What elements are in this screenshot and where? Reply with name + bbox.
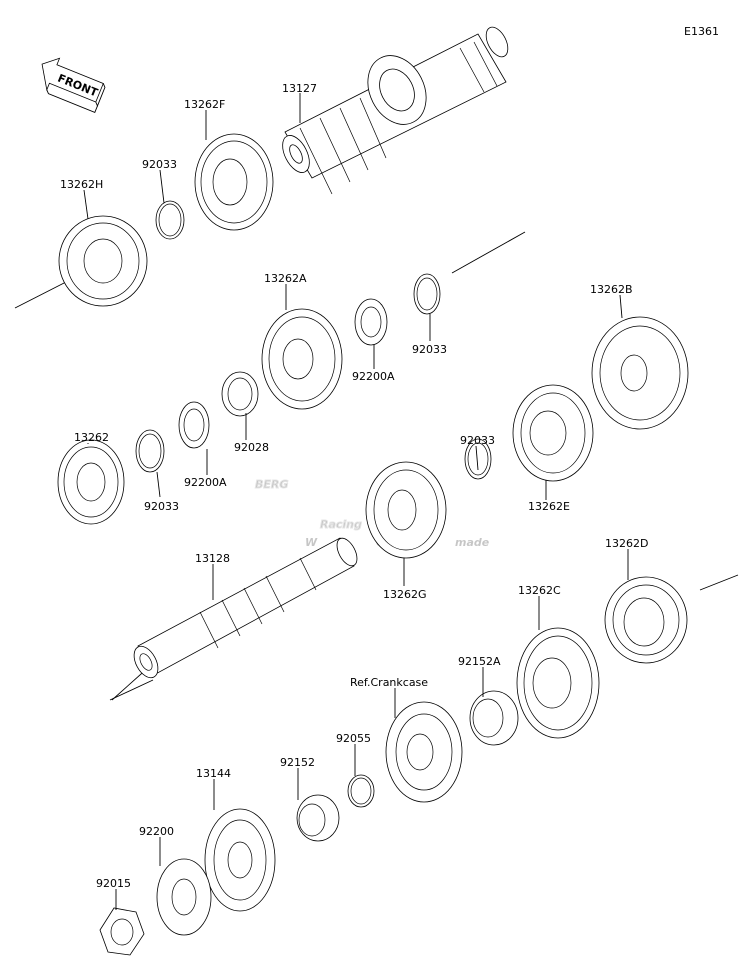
- gear-13262A: [261, 308, 343, 410]
- label-13262F: 13262F: [184, 98, 225, 111]
- part-labels: 13127 13262F 92033 13262H 13262A 92033 9…: [60, 82, 648, 890]
- watermark-brand-2: Racing: [320, 518, 362, 531]
- gear-13262D: [604, 576, 688, 664]
- gear-13262F: [194, 133, 274, 231]
- diagram-code: E1361: [684, 25, 719, 38]
- label-92152: 92152: [280, 756, 315, 769]
- label-92028: 92028: [234, 441, 269, 454]
- label-13262H: 13262H: [60, 178, 103, 191]
- gear-13262H: [58, 215, 148, 307]
- label-92033-top: 92033: [142, 158, 177, 171]
- oring-92055: [347, 774, 375, 808]
- nut-92015: [99, 907, 145, 956]
- ring-92200A-left: [178, 401, 210, 449]
- shaft-13127: [282, 26, 509, 195]
- label-92055: 92055: [336, 732, 371, 745]
- collar-92152: [296, 794, 340, 842]
- label-92200A-left: 92200A: [184, 476, 227, 489]
- bearing-92152A: [469, 690, 519, 746]
- ring-92033-right: [464, 438, 492, 480]
- gear-13262: [57, 439, 125, 525]
- label-13128: 13128: [195, 552, 230, 565]
- watermark-brand: BERG: [255, 478, 288, 491]
- label-92015: 92015: [96, 877, 131, 890]
- label-13262B: 13262B: [590, 283, 633, 296]
- ring-92033-mid: [413, 273, 441, 315]
- front-arrow-icon: FRONT: [41, 57, 106, 113]
- bearing-crankcase: [385, 701, 463, 803]
- label-13262G: 13262G: [383, 588, 427, 601]
- label-13262E: 13262E: [528, 500, 570, 513]
- leader-lines: [83, 93, 629, 910]
- label-13127: 13127: [282, 82, 317, 95]
- label-13262: 13262: [74, 431, 109, 444]
- label-92200: 92200: [139, 825, 174, 838]
- label-92152A: 92152A: [458, 655, 501, 668]
- watermark: BERG Racing W Cha made: [255, 478, 490, 550]
- watermark-tagline-start: W: [305, 536, 318, 549]
- label-13262A: 13262A: [264, 272, 307, 285]
- gear-13262C: [516, 627, 600, 739]
- label-13262D: 13262D: [605, 537, 648, 550]
- washer-92200: [156, 858, 212, 936]
- label-92033-right: 92033: [460, 434, 495, 447]
- label-92033-left: 92033: [144, 500, 179, 513]
- gear-13262E: [512, 384, 594, 482]
- sprocket-13144: [204, 808, 276, 912]
- gear-13262B: [591, 316, 689, 430]
- ring-92033-top: [155, 200, 185, 240]
- ring-92033-left: [135, 429, 165, 473]
- bearing-92028: [221, 371, 259, 417]
- shaft-13128: [133, 537, 358, 679]
- label-13262C: 13262C: [518, 584, 561, 597]
- label-92033-mid: 92033: [412, 343, 447, 356]
- label-ref-crankcase: Ref.Crankcase: [350, 676, 428, 689]
- label-13144: 13144: [196, 767, 231, 780]
- watermark-tagline-end: made: [455, 536, 490, 549]
- ring-92200A-right: [354, 298, 388, 346]
- gear-13262G: [365, 461, 447, 559]
- label-92200A-right: 92200A: [352, 370, 395, 383]
